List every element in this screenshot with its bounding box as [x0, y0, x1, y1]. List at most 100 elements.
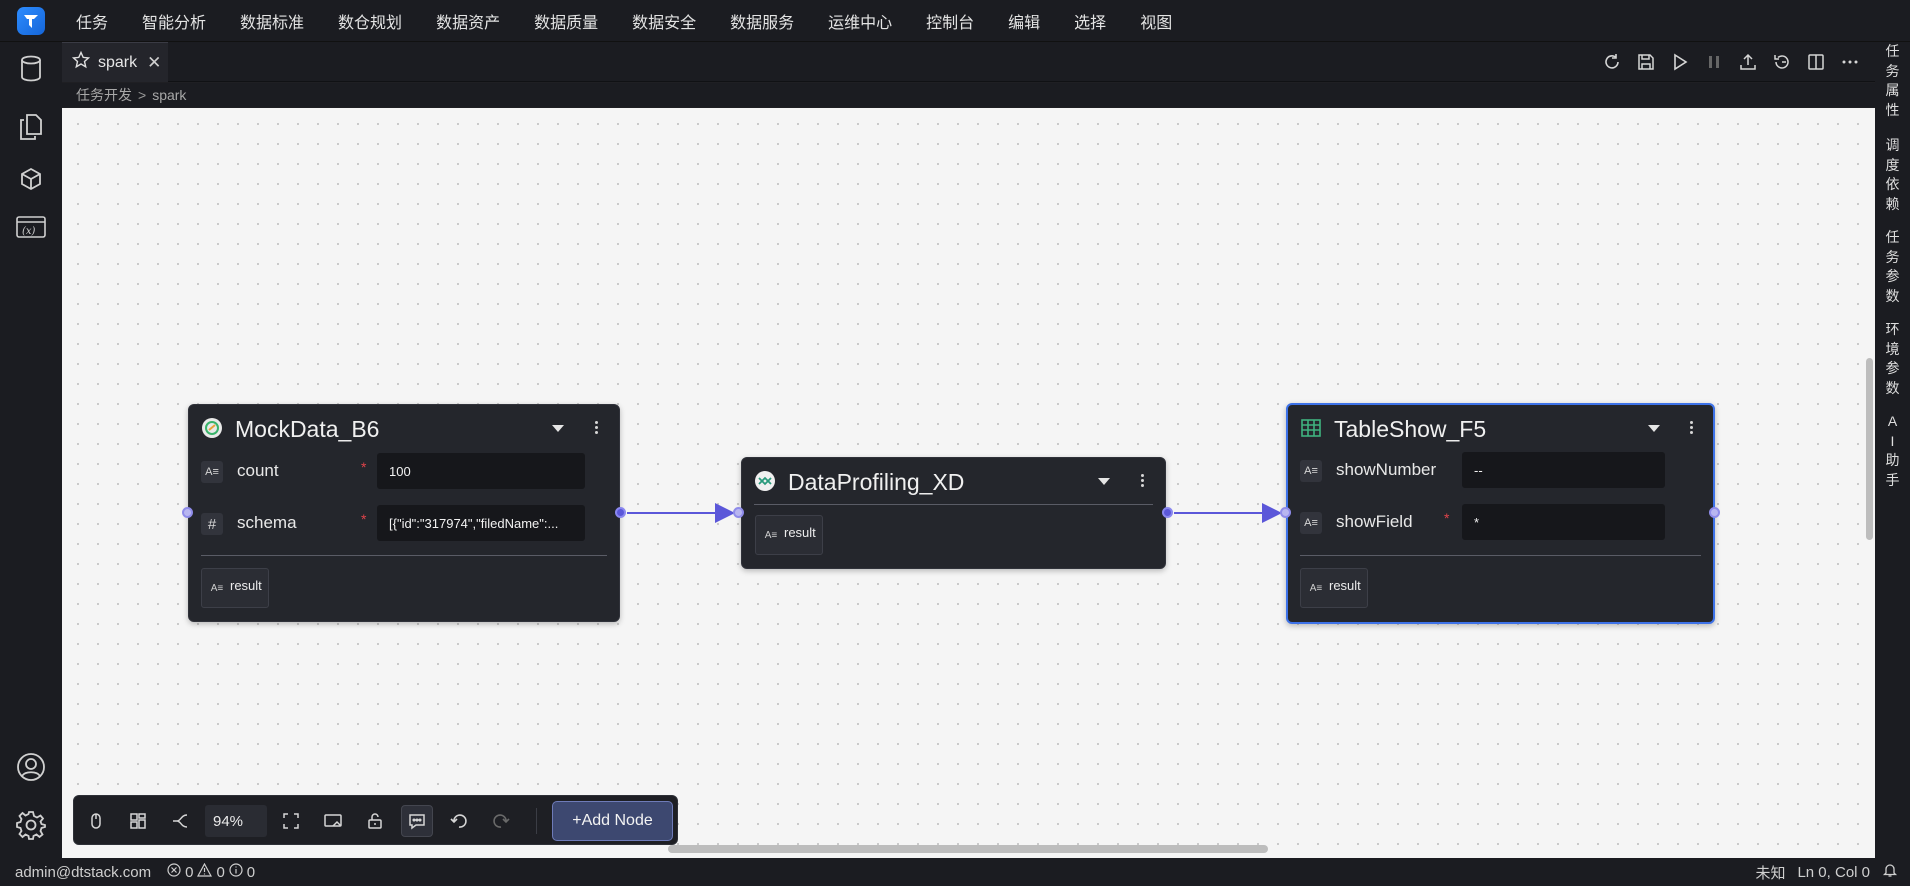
output-port[interactable]	[1162, 507, 1173, 518]
panel-label-char: 依	[1885, 176, 1900, 192]
text-type-icon: A≡	[1309, 582, 1323, 594]
menu-view[interactable]: 视图	[1140, 14, 1173, 32]
undo-icon[interactable]	[443, 805, 475, 837]
editor-tab-bar: spark ✕	[62, 42, 1875, 82]
chevron-down-icon[interactable]	[552, 425, 564, 432]
node-header[interactable]: TableShow_F5	[1288, 405, 1713, 451]
text-type-icon: A≡	[201, 461, 223, 483]
zoom-level[interactable]: 94%	[205, 805, 267, 837]
chevron-down-icon[interactable]	[1098, 478, 1110, 485]
panel-ai-assistant[interactable]: A I 助 手	[1875, 412, 1910, 490]
redo-icon[interactable]	[485, 805, 517, 837]
status-user[interactable]: admin@dtstack.com	[15, 863, 152, 881]
files-icon[interactable]	[12, 108, 50, 146]
menu-smart-analysis[interactable]: 智能分析	[142, 14, 207, 32]
panel-label-char: 参	[1885, 268, 1900, 284]
menu-bar: 任务 智能分析 数据标准 数仓规划 数据资产 数据质量 数据安全 数据服务 运维…	[0, 0, 1910, 42]
save-icon[interactable]	[1629, 45, 1663, 79]
input-port[interactable]	[733, 507, 744, 518]
node-title: TableShow_F5	[1334, 416, 1487, 442]
panel-label-char: 赖	[1885, 195, 1900, 212]
edge-style-icon[interactable]	[164, 805, 196, 837]
app-logo[interactable]	[0, 0, 62, 42]
schema-input[interactable]: [{"id":"317974","filedName":...	[377, 505, 585, 541]
panel-task-properties[interactable]: 任 务 属 性	[1875, 42, 1910, 120]
tab-spark[interactable]: spark ✕	[62, 42, 168, 82]
chevron-down-icon[interactable]	[1648, 425, 1660, 432]
pause-icon[interactable]	[1697, 45, 1731, 79]
input-port[interactable]	[1280, 507, 1291, 518]
node-header[interactable]: MockData_B6	[189, 405, 619, 451]
mockdata-icon	[201, 417, 223, 439]
count-input[interactable]: 100	[377, 453, 585, 489]
more-icon[interactable]	[1833, 45, 1867, 79]
shownumber-input[interactable]: --	[1462, 452, 1665, 488]
menu-edit[interactable]: 编辑	[1008, 14, 1041, 32]
canvas-toolbar: 94% +Add Node	[73, 795, 678, 845]
menu-console[interactable]: 控制台	[926, 14, 975, 32]
layout-icon[interactable]	[122, 805, 154, 837]
output-result[interactable]: A≡ result	[1300, 568, 1368, 608]
split-editor-icon[interactable]	[1799, 45, 1833, 79]
breadcrumb-root[interactable]: 任务开发	[76, 87, 132, 103]
settings-icon[interactable]	[12, 806, 50, 844]
mouse-mode-icon[interactable]	[80, 805, 112, 837]
node-tableshow[interactable]: TableShow_F5 A≡ showNumber -- A≡ showFie…	[1286, 403, 1715, 624]
required-mark: *	[361, 511, 367, 527]
horizontal-scrollbar[interactable]	[668, 845, 1268, 853]
required-mark: *	[1444, 510, 1450, 526]
output-port[interactable]	[1709, 507, 1720, 518]
bell-icon[interactable]	[1882, 862, 1898, 882]
panel-label-char: 任	[1885, 43, 1900, 59]
input-port[interactable]	[182, 507, 193, 518]
output-result[interactable]: A≡ result	[755, 515, 823, 555]
minimap-icon[interactable]	[317, 805, 349, 837]
refresh-icon[interactable]	[1595, 45, 1629, 79]
menu-data-quality[interactable]: 数据质量	[534, 14, 599, 32]
account-icon[interactable]	[12, 748, 50, 786]
more-vertical-icon[interactable]	[1137, 472, 1147, 492]
upload-icon[interactable]	[1731, 45, 1765, 79]
menu-select[interactable]: 选择	[1074, 14, 1107, 32]
close-icon[interactable]: ✕	[147, 52, 162, 72]
menu-warehouse-planning[interactable]: 数仓规划	[338, 14, 403, 32]
menu-data-standard[interactable]: 数据标准	[240, 14, 305, 32]
panel-task-parameters[interactable]: 任 务 参 数	[1875, 228, 1910, 306]
breadcrumb-current[interactable]: spark	[152, 87, 187, 103]
showfield-input[interactable]: *	[1462, 504, 1665, 540]
node-mockdata[interactable]: MockData_B6 A≡ count * 100 # schema * [{…	[188, 404, 620, 622]
more-vertical-icon[interactable]	[591, 419, 601, 439]
menu-data-service[interactable]: 数据服务	[730, 14, 795, 32]
more-vertical-icon[interactable]	[1686, 419, 1696, 439]
comment-icon[interactable]	[401, 805, 433, 837]
output-result[interactable]: A≡ result	[201, 568, 269, 608]
status-problems[interactable]: 0 0 0	[167, 862, 255, 881]
function-icon[interactable]: (x)	[12, 208, 50, 246]
menu-data-assets[interactable]: 数据资产	[436, 14, 501, 32]
history-icon[interactable]	[1765, 45, 1799, 79]
right-side-panel: 任 务 属 性 调 度 依 赖 任 务 参 数 环 境 参 数 A I 助 手	[1875, 42, 1910, 858]
node-dataprofiling[interactable]: DataProfiling_XD A≡ result	[741, 457, 1166, 569]
menu-data-security[interactable]: 数据安全	[632, 14, 697, 32]
menu-task[interactable]: 任务	[76, 14, 109, 32]
fit-view-icon[interactable]	[275, 805, 307, 837]
star-icon[interactable]	[71, 50, 91, 74]
panel-env-parameters[interactable]: 环 境 参 数	[1875, 320, 1910, 398]
output-port[interactable]	[615, 507, 626, 518]
panel-label-char: 任	[1885, 229, 1900, 245]
table-icon	[1300, 417, 1322, 439]
database-icon[interactable]	[12, 50, 50, 88]
status-language[interactable]: 未知	[1755, 864, 1786, 882]
node-header[interactable]: DataProfiling_XD	[742, 458, 1165, 504]
status-cursor-position[interactable]: Ln 0, Col 0	[1797, 863, 1870, 881]
panel-label-char: 属	[1885, 82, 1900, 98]
run-icon[interactable]	[1663, 45, 1697, 79]
tab-label: spark	[98, 53, 138, 71]
vertical-scrollbar[interactable]	[1866, 358, 1873, 540]
add-node-button[interactable]: +Add Node	[552, 801, 673, 841]
unlock-icon[interactable]	[359, 805, 391, 837]
field-label: count	[237, 461, 279, 480]
cube-icon[interactable]	[12, 160, 50, 198]
menu-ops-center[interactable]: 运维中心	[828, 14, 893, 32]
panel-schedule-dependency[interactable]: 调 度 依 赖	[1875, 136, 1910, 214]
